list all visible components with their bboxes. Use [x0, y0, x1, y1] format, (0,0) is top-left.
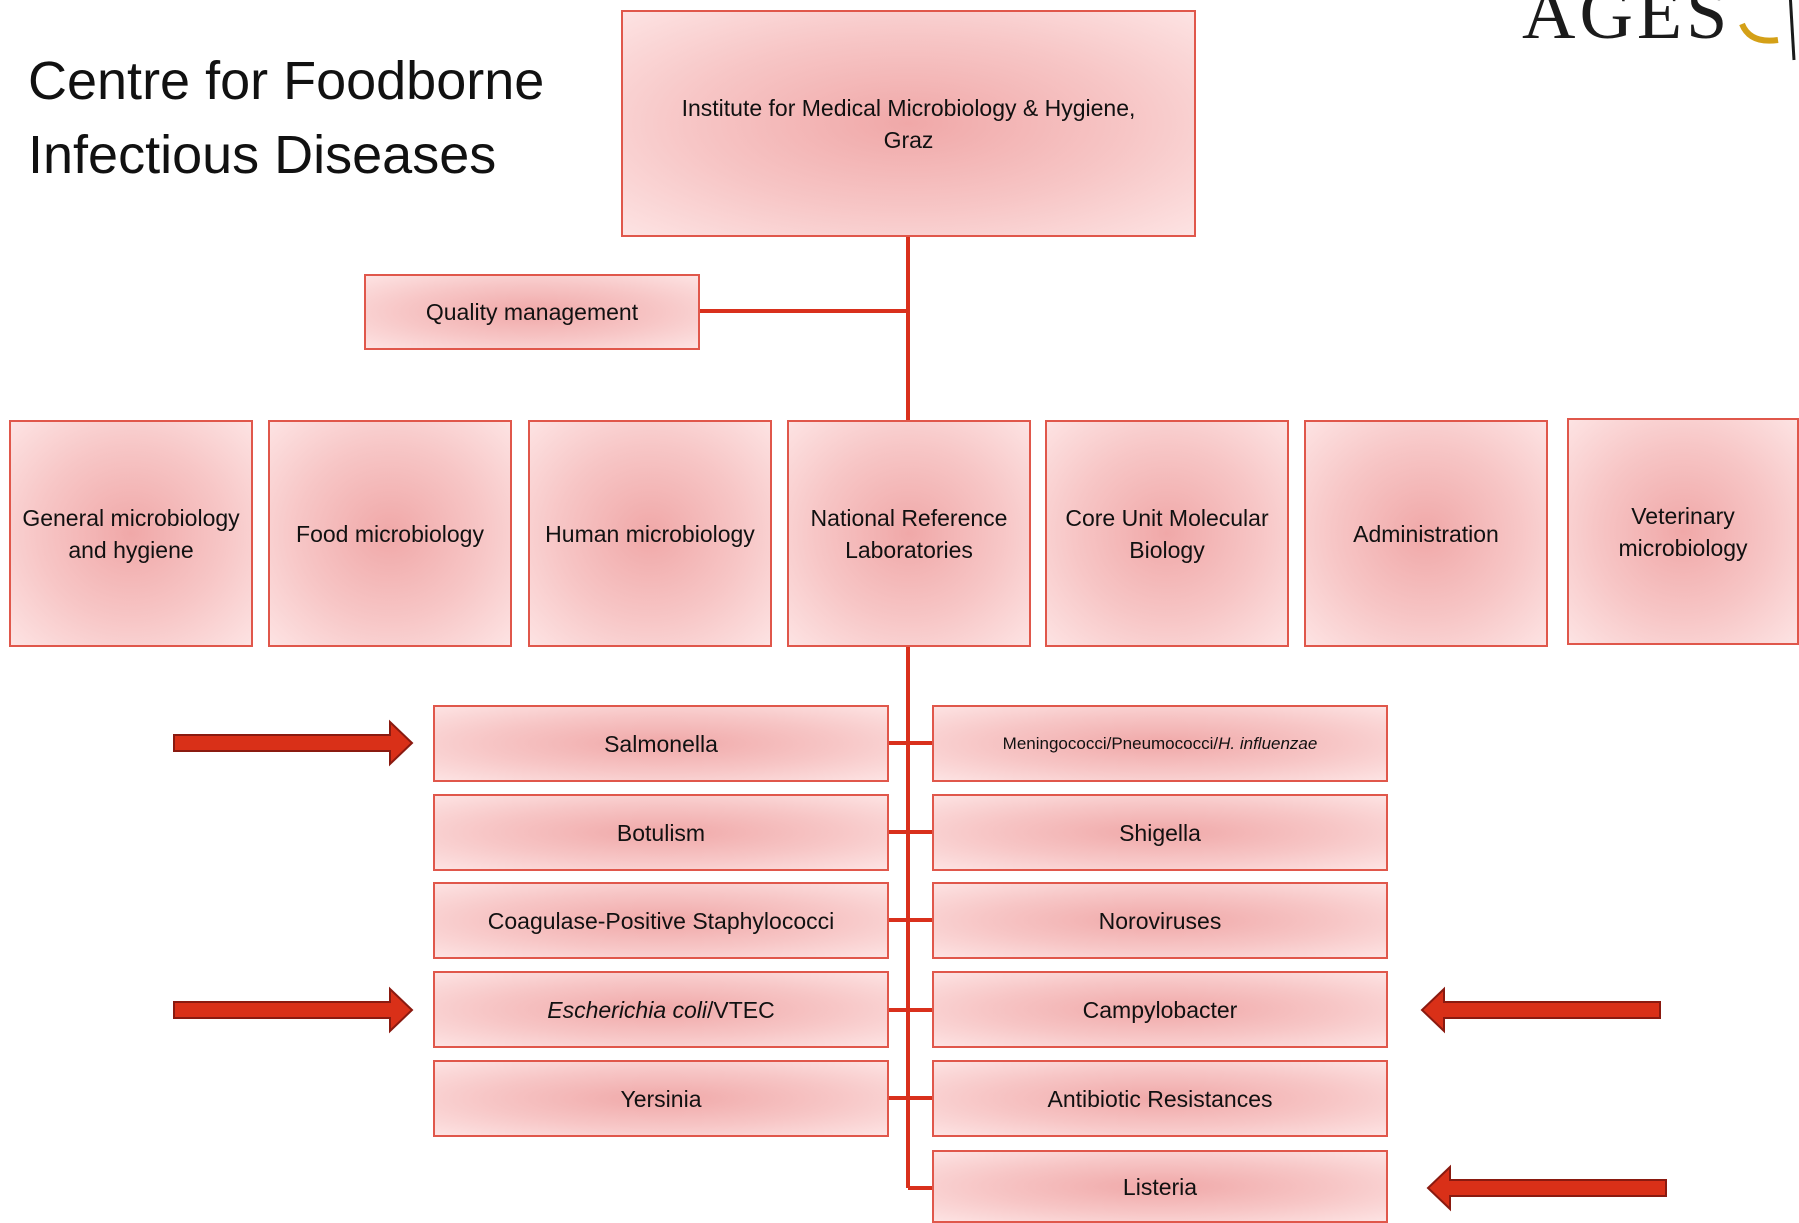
quality-management-box: Quality management	[364, 274, 700, 350]
ages-logo: AGES	[1510, 0, 1799, 64]
lab-label: Noroviruses	[1098, 907, 1222, 934]
dept-label: General microbiology and hygiene	[22, 504, 240, 563]
dept-label: Food microbiology	[296, 520, 484, 547]
lab-label: Coagulase-Positive Staphylococci	[487, 907, 835, 934]
lab-label: Escherichia coli/VTEC	[547, 994, 775, 1026]
lab-campylobacter-box: Campylobacter	[932, 971, 1388, 1048]
lab-antibiotic-box: Antibiotic Resistances	[932, 1060, 1388, 1137]
root-box: Institute for Medical Microbiology & Hyg…	[621, 10, 1196, 237]
lab-label: Botulism	[616, 819, 706, 846]
lab-botulism-box: Botulism	[433, 794, 889, 871]
arrow-left-campylobacter	[1420, 986, 1661, 1034]
logo-text: AGES	[1522, 0, 1732, 55]
page-title: Centre for Foodborne Infectious Diseases	[28, 44, 544, 192]
dept-label: Core Unit Molecular Biology	[1065, 504, 1269, 563]
dept-core-box: Core Unit Molecular Biology	[1045, 420, 1289, 647]
lab-label-pre: Meningococci/Pneumococci/	[1002, 733, 1219, 753]
dept-label: Administration	[1353, 520, 1499, 547]
lab-meningococci-box: Meningococci/Pneumococci/H. influenzae	[932, 705, 1388, 782]
dept-nrl-box: National Reference Laboratories	[787, 420, 1031, 647]
lab-shigella-box: Shigella	[932, 794, 1388, 871]
arrow-right-ecoli	[173, 986, 414, 1034]
dept-label: Human microbiology	[545, 520, 755, 547]
dept-vet-box: Veterinary microbiology	[1567, 418, 1799, 645]
logo-swoosh-icon	[1739, 0, 1796, 61]
lab-ecoli-box: Escherichia coli/VTEC	[433, 971, 889, 1048]
lab-label: Shigella	[1119, 819, 1201, 846]
lab-yersinia-box: Yersinia	[433, 1060, 889, 1137]
dept-label: National Reference Laboratories	[810, 504, 1008, 563]
lab-noroviruses-box: Noroviruses	[932, 882, 1388, 959]
dept-general-box: General microbiology and hygiene	[9, 420, 253, 647]
title-line-2: Infectious Diseases	[28, 125, 497, 185]
lab-label-rest: /VTEC	[707, 996, 775, 1023]
lab-label: Yersinia	[620, 1085, 702, 1112]
lab-label-italic: Escherichia coli	[547, 996, 708, 1023]
dept-admin-box: Administration	[1304, 420, 1548, 647]
dept-human-box: Human microbiology	[528, 420, 772, 647]
lab-salmonella-box: Salmonella	[433, 705, 889, 782]
lab-listeria-box: Listeria	[932, 1150, 1388, 1223]
arrow-left-listeria	[1426, 1164, 1667, 1212]
lab-label: Listeria	[1122, 1173, 1198, 1200]
lab-staphylococci-box: Coagulase-Positive Staphylococci	[433, 882, 889, 959]
root-label-line-2: Graz	[883, 126, 934, 153]
highlight-arrows	[173, 719, 1667, 1212]
dept-label: Veterinary microbiology	[1618, 502, 1748, 561]
lab-label: Campylobacter	[1082, 996, 1238, 1023]
lab-label-italic: H. influenzae	[1218, 733, 1318, 753]
lab-label: Salmonella	[604, 730, 718, 757]
dept-food-box: Food microbiology	[268, 420, 512, 647]
quality-label: Quality management	[425, 299, 639, 325]
arrow-right-salmonella	[173, 719, 414, 767]
lab-label: Antibiotic Resistances	[1047, 1085, 1273, 1112]
title-line-1: Centre for Foodborne	[28, 51, 545, 111]
root-label-line-1: Institute for Medical Microbiology & Hyg…	[681, 94, 1136, 121]
lab-label: Meningococci/Pneumococci/H. influenzae	[1003, 728, 1318, 760]
